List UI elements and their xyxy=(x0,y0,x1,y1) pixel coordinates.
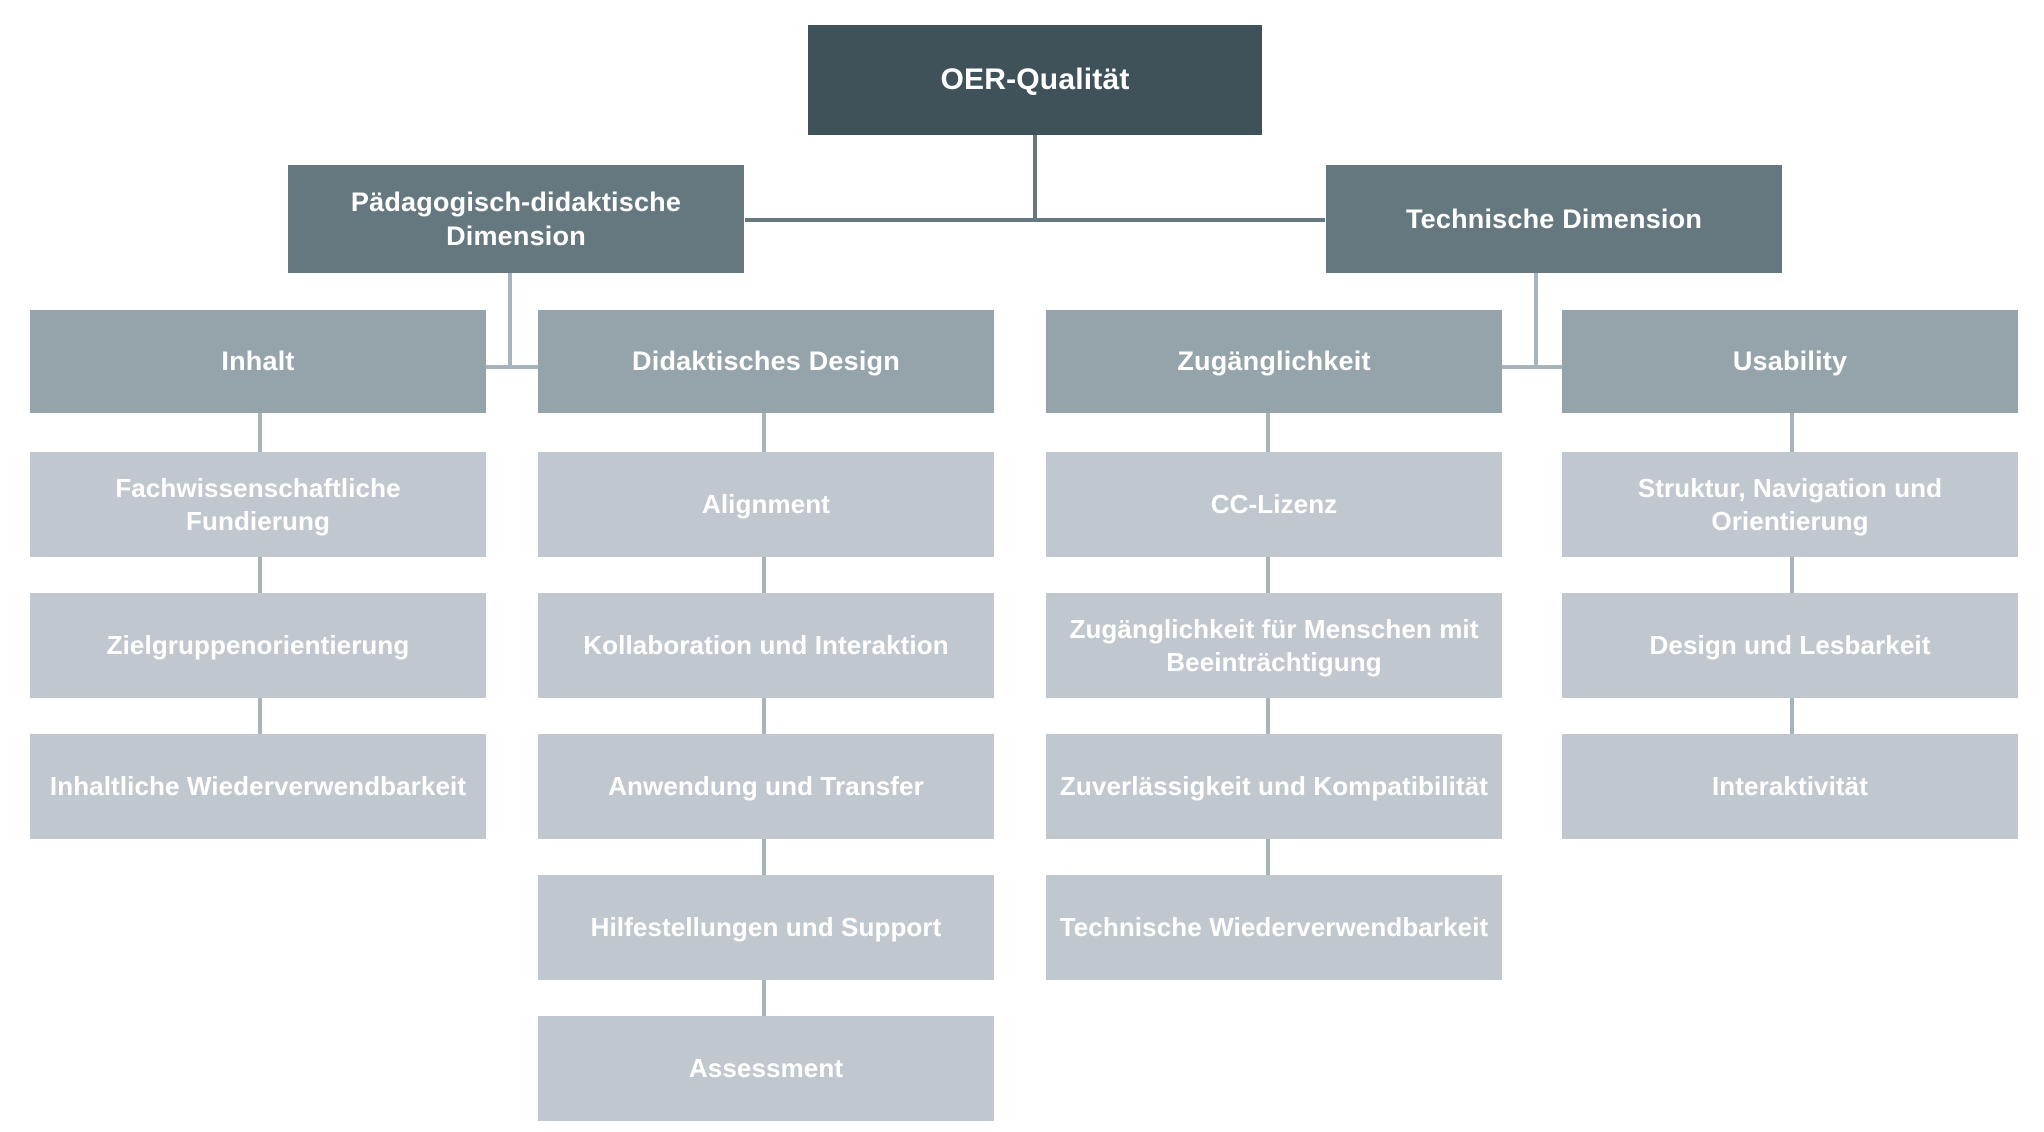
connector-dim-left-stem xyxy=(508,273,512,369)
node-criterion-cc-lizenz[interactable]: CC-Lizenz xyxy=(1046,452,1502,557)
connector-root-bus xyxy=(745,218,1325,222)
node-category-didaktisches-design[interactable]: Didaktisches Design xyxy=(538,310,994,413)
connector-root-stem xyxy=(1033,135,1037,222)
connector-dim-right-stem xyxy=(1534,273,1538,369)
node-criterion-alignment[interactable]: Alignment xyxy=(538,452,994,557)
node-category-zugaenglichkeit[interactable]: Zugänglichkeit xyxy=(1046,310,1502,413)
node-criterion-zugaenglichkeit-beeintraechtigung[interactable]: Zugänglichkeit für Menschen mit Beeinträ… xyxy=(1046,593,1502,698)
node-criterion-struktur-navigation-orientierung[interactable]: Struktur, Navigation und Orientierung xyxy=(1562,452,2018,557)
node-category-inhalt[interactable]: Inhalt xyxy=(30,310,486,413)
node-criterion-zielgruppenorientierung[interactable]: Zielgruppenorientierung xyxy=(30,593,486,698)
node-criterion-design-und-lesbarkeit[interactable]: Design und Lesbarkeit xyxy=(1562,593,2018,698)
node-criterion-technische-wiederverwendbarkeit[interactable]: Technische Wiederverwendbarkeit xyxy=(1046,875,1502,980)
node-root-oer-qualitaet[interactable]: OER-Qualität xyxy=(808,25,1262,135)
node-criterion-interaktivitaet[interactable]: Interaktivität xyxy=(1562,734,2018,839)
node-criterion-zuverlaessigkeit-und-kompatibilitaet[interactable]: Zuverlässigkeit und Kompatibilität xyxy=(1046,734,1502,839)
node-dimension-technisch[interactable]: Technische Dimension xyxy=(1326,165,1782,273)
node-criterion-kollaboration-und-interaktion[interactable]: Kollaboration und Interaktion xyxy=(538,593,994,698)
node-criterion-hilfestellungen-und-support[interactable]: Hilfestellungen und Support xyxy=(538,875,994,980)
connector-dim-left-bus xyxy=(258,365,766,369)
node-dimension-paedagogisch-didaktisch[interactable]: Pädagogisch-didaktische Dimension xyxy=(288,165,744,273)
node-criterion-fachwissenschaftliche-fundierung[interactable]: Fachwissenschaftliche Fundierung xyxy=(30,452,486,557)
node-criterion-anwendung-und-transfer[interactable]: Anwendung und Transfer xyxy=(538,734,994,839)
connector-dim-right-bus xyxy=(1286,365,1794,369)
node-criterion-assessment[interactable]: Assessment xyxy=(538,1016,994,1121)
node-criterion-inhaltliche-wiederverwendbarkeit[interactable]: Inhaltliche Wiederverwendbarkeit xyxy=(30,734,486,839)
node-category-usability[interactable]: Usability xyxy=(1562,310,2018,413)
